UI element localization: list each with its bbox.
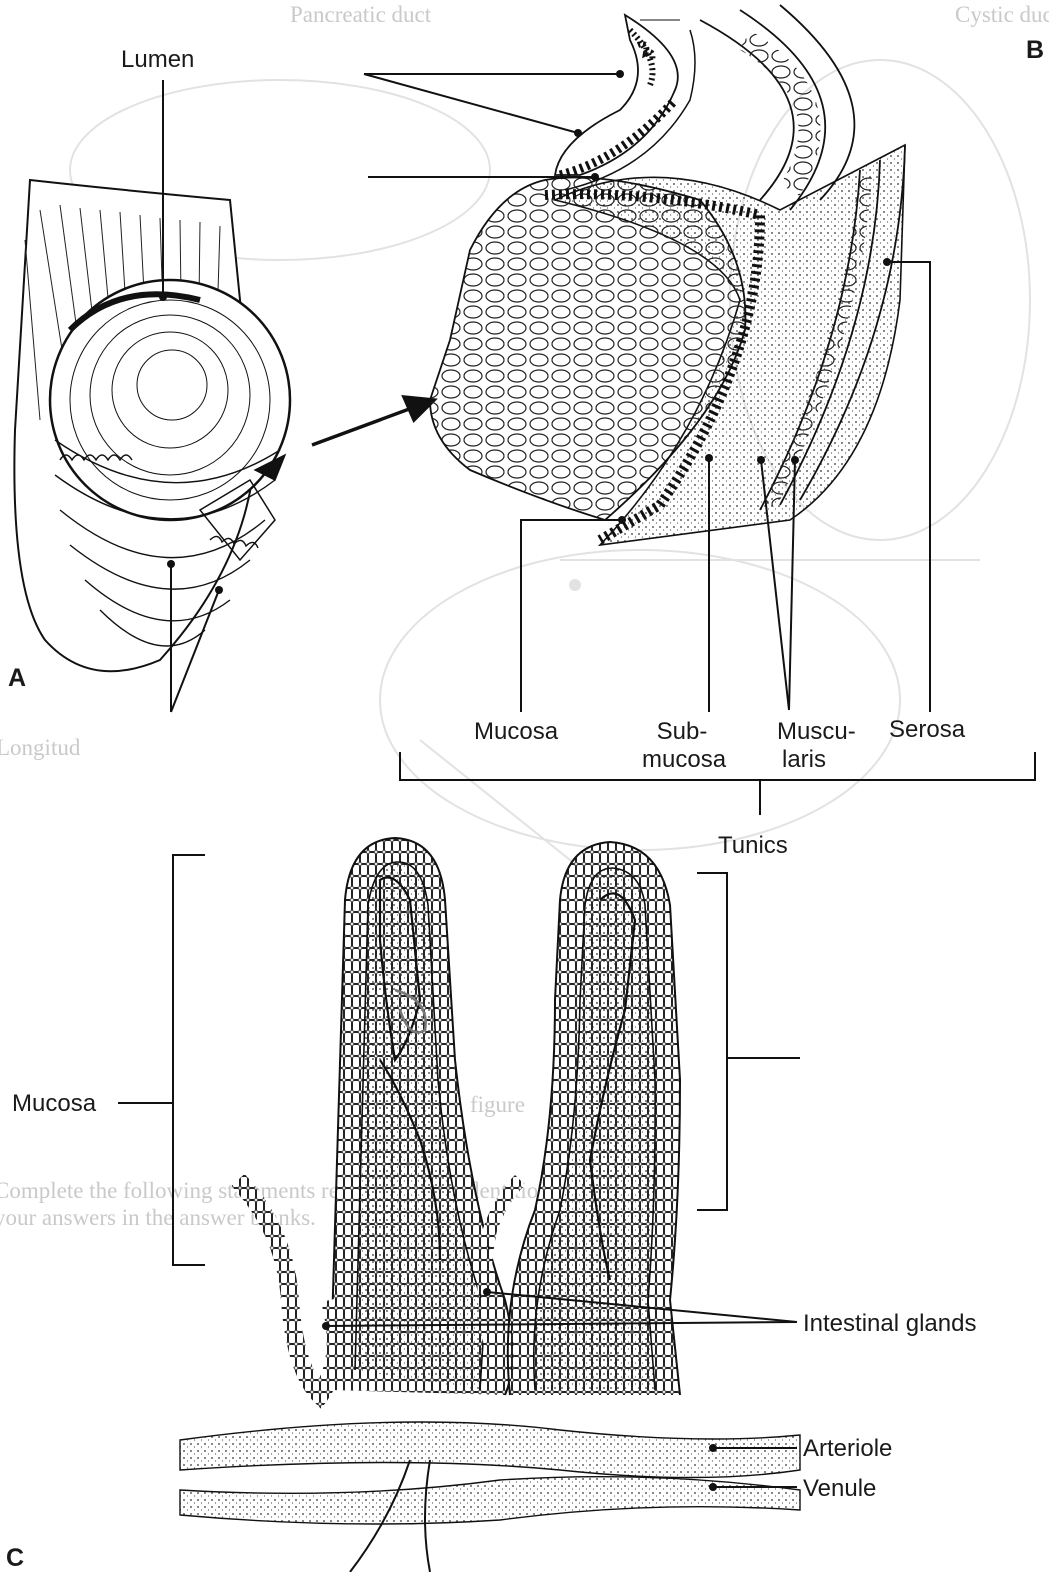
wall-section — [430, 5, 905, 545]
label-intestinal-glands: Intestinal glands — [803, 1310, 976, 1338]
villi — [180, 838, 800, 1572]
label-submucosa-line-1: Sub- — [650, 718, 714, 746]
panel-label-a: A — [8, 664, 26, 693]
intestine-tube — [14, 180, 290, 671]
label-arteriole: Arteriole — [803, 1435, 892, 1463]
label-submucosa-line-2: mucosa — [642, 746, 726, 774]
label-muscularis-line-2: laris — [782, 746, 826, 774]
label-serosa: Serosa — [889, 716, 965, 744]
label-tunics: Tunics — [718, 832, 788, 860]
panel-label-b: B — [1026, 36, 1044, 65]
label-venule: Venule — [803, 1475, 876, 1503]
label-lumen: Lumen — [121, 46, 194, 74]
panel-label-c: C — [6, 1544, 24, 1573]
label-mucosa-b: Mucosa — [474, 718, 558, 746]
label-mucosa-c: Mucosa — [12, 1090, 96, 1118]
label-muscularis-line-1: Muscu- — [777, 718, 856, 746]
arrow-a-to-b — [312, 397, 434, 445]
